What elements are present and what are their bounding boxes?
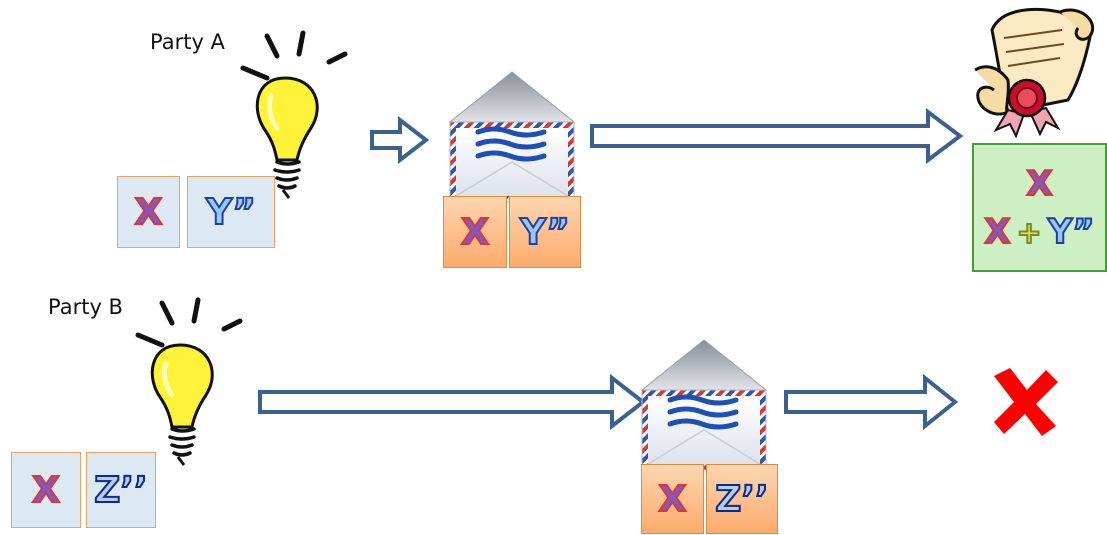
party-b-x-value: X [31, 469, 61, 512]
party-a-x-value: X [134, 191, 164, 234]
party-b-label: Party B [48, 295, 123, 319]
party-a-env-x-box: X [443, 196, 507, 268]
party-a-env-y-value: Y” [519, 211, 571, 254]
certificate-scroll-icon [974, 7, 1095, 139]
party-a-label: Party A [150, 30, 225, 54]
party-a-x-box: X [117, 176, 180, 248]
party-b-env-z-value: Z’’ [714, 478, 769, 521]
result-sum-x: X [983, 211, 1011, 253]
party-b-env-z-box: Z’’ [706, 464, 778, 534]
lightbulb-icon [243, 33, 345, 198]
envelope-icon [642, 340, 766, 470]
party-b-env-x-value: X [658, 478, 688, 521]
party-b-z-value: Z’’ [93, 469, 148, 512]
arrow-a-1 [370, 115, 430, 165]
result-x: X [1025, 163, 1053, 205]
party-a-env-y-box: Y” [509, 196, 581, 268]
result-sum-y: Y” [1047, 211, 1096, 253]
lightbulb-icon [138, 300, 240, 465]
arrow-b-2 [784, 373, 959, 431]
result-box: X X+Y” [972, 143, 1107, 272]
plus-sign: + [1016, 215, 1043, 252]
result-line-2: X+Y” [983, 211, 1096, 253]
party-b-z-box: Z’’ [86, 452, 156, 528]
rejection-x-icon [994, 368, 1058, 436]
party-a-y-value: Y” [205, 191, 257, 234]
arrow-b-1 [258, 373, 647, 431]
result-line-1: X [1025, 163, 1053, 205]
party-b-x-box: X [11, 452, 81, 528]
arrow-a-2 [590, 108, 964, 164]
envelope-icon [450, 72, 574, 202]
party-a-y-box: Y” [187, 176, 275, 248]
party-b-env-x-box: X [641, 464, 704, 534]
party-a-env-x-value: X [460, 211, 490, 254]
